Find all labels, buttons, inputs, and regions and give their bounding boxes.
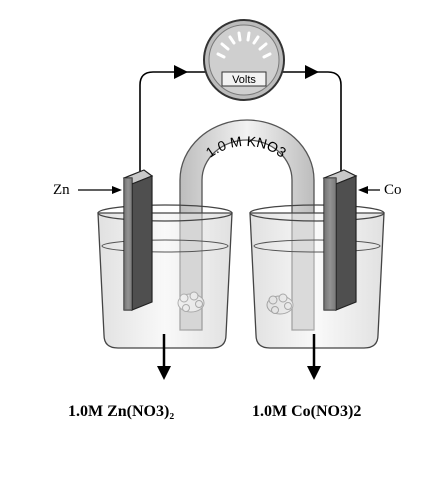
right-beaker-rim [249, 204, 385, 222]
voltmeter-label-box [221, 71, 267, 87]
voltmeter-scale [216, 31, 272, 59]
zn-label-arrow [112, 186, 122, 194]
co-electrode-label: Co [384, 182, 402, 198]
co-label-arrow [358, 186, 368, 194]
right-solution-surface [253, 239, 381, 253]
left-solution-label: 1.0M Zn(NO3)₂ [68, 403, 174, 420]
left-wire [139, 71, 206, 178]
zn-electrode [122, 169, 154, 311]
co-electrode [322, 169, 358, 311]
right-beaker-glass [249, 212, 385, 349]
external-circuit-wires [139, 71, 342, 178]
left-wire-arrow [174, 65, 188, 79]
left-beaker-glass [97, 212, 233, 349]
right-wire-arrow [305, 65, 319, 79]
left-solution-arrow [157, 334, 171, 380]
zn-electrode-label: Zn [53, 182, 70, 198]
voltmeter: Volts [203, 19, 285, 101]
voltmeter-label: Volts [232, 74, 256, 86]
right-beaker [249, 204, 385, 349]
left-beaker-rim [97, 204, 233, 222]
right-wire [283, 71, 342, 178]
right-solution-label: 1.0M Co(NO3)2 [252, 403, 361, 420]
left-solution-surface [101, 239, 229, 253]
left-beaker [97, 204, 233, 349]
right-solution-arrow [307, 334, 321, 380]
